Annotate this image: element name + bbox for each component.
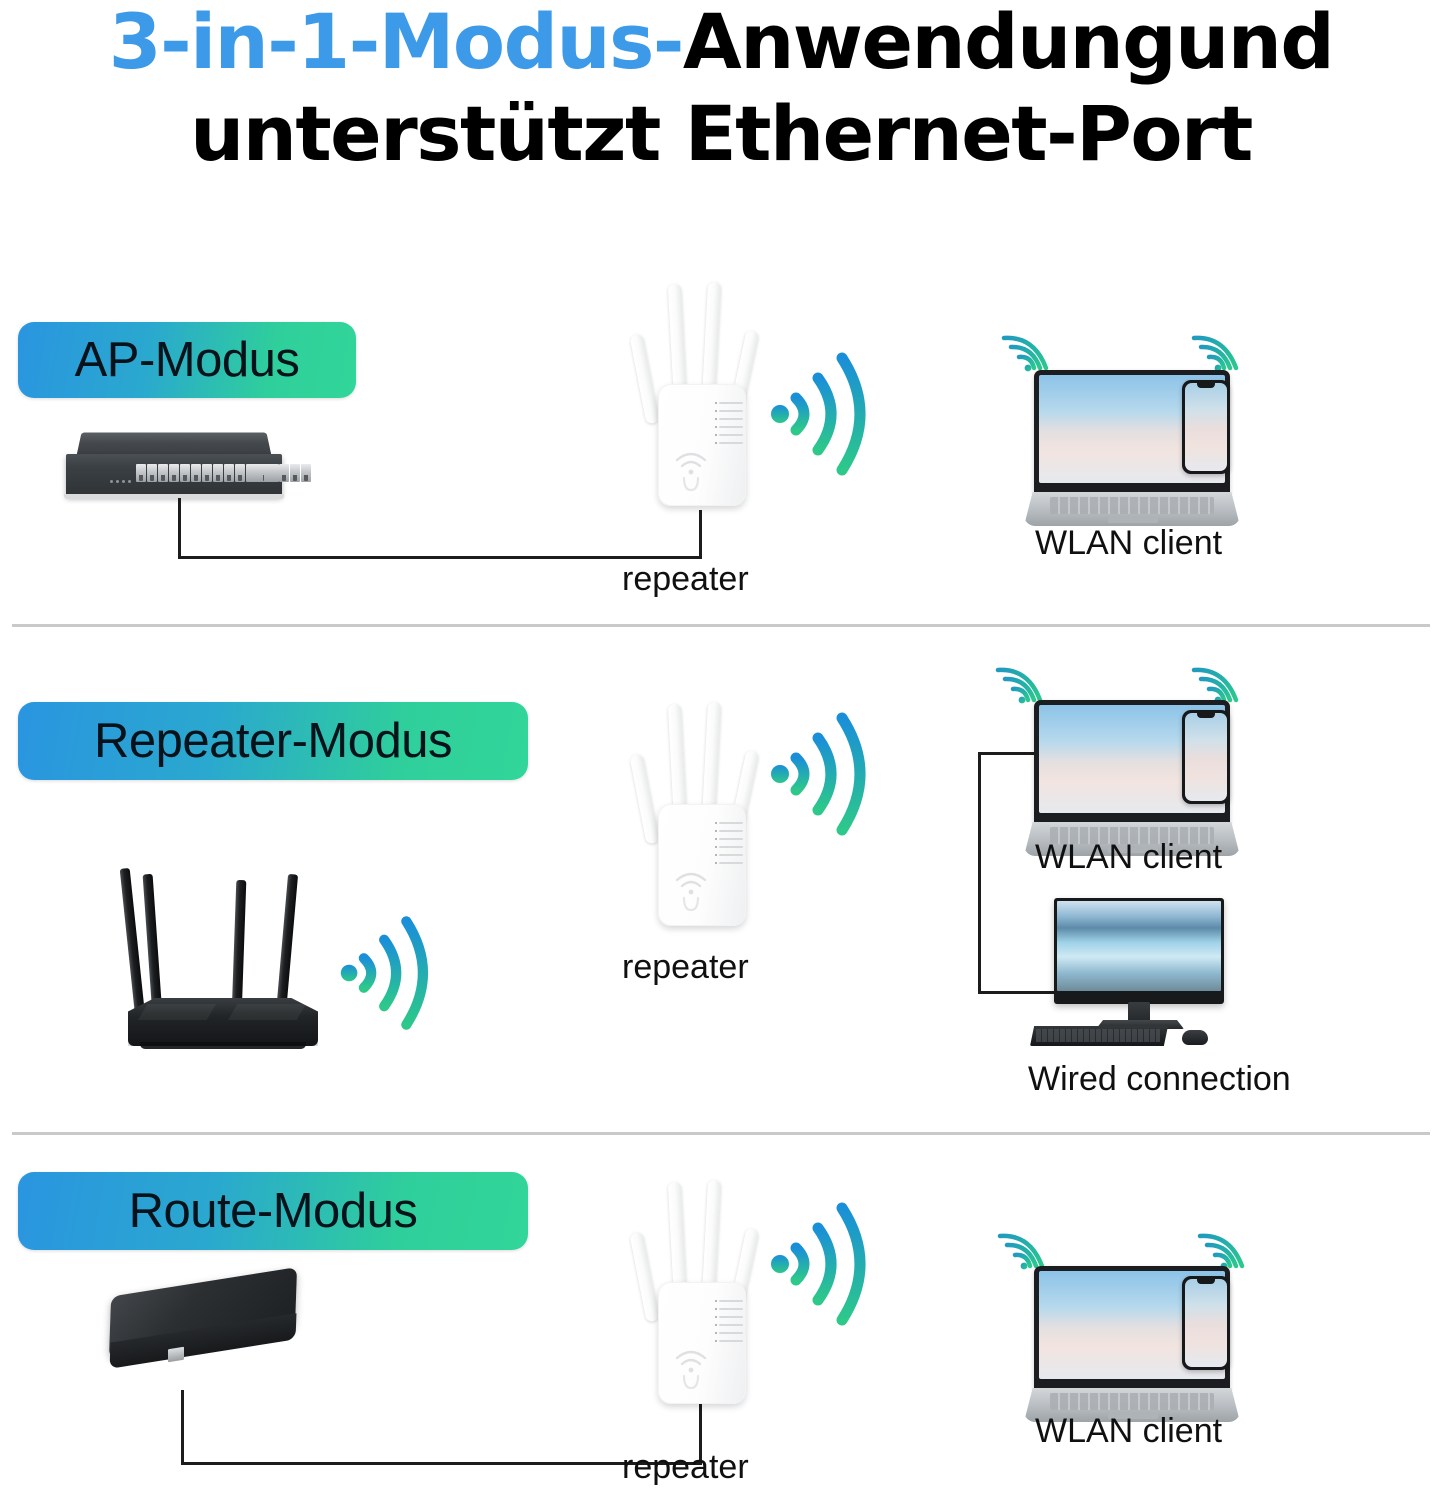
phone-notch xyxy=(1197,713,1215,718)
smartphone-device-3 xyxy=(1182,1276,1230,1370)
smartphone-device-1 xyxy=(1182,380,1230,474)
repeater-body xyxy=(658,804,746,926)
modem-ethernet-port xyxy=(168,1346,184,1363)
wireless-router-device xyxy=(110,858,336,1058)
badge-repeater-modus[interactable]: Repeater-Modus xyxy=(18,702,528,780)
bracket-top-arm xyxy=(978,752,1066,755)
wire-switch-across xyxy=(178,556,702,559)
laptop-keyboard xyxy=(1050,827,1214,844)
badge-route-modus-label: Route-Modus xyxy=(128,1184,418,1238)
desktop-stand-base xyxy=(1096,1020,1184,1029)
phone-body xyxy=(1182,710,1230,804)
badge-repeater-modus-label: Repeater-Modus xyxy=(94,714,452,768)
smartphone-device-2 xyxy=(1182,710,1230,804)
title-line-2: unterstützt Ethernet-Port xyxy=(190,89,1253,178)
laptop-keyboard xyxy=(1050,497,1214,514)
switch-status-leds xyxy=(110,480,131,483)
phone-screen xyxy=(1185,1279,1227,1367)
phone-screen xyxy=(1185,713,1227,801)
laptop-trackpad xyxy=(1108,516,1158,523)
repeater-caption-2: repeater xyxy=(622,948,749,986)
client-caption-1: WLAN client xyxy=(1035,524,1223,562)
wifi-repeater-device-1 xyxy=(618,272,778,512)
repeater-wifi-logo-icon xyxy=(675,1350,707,1390)
bracket-bottom-arm xyxy=(978,991,1066,994)
title-rest: Anwendungund xyxy=(682,0,1335,86)
router-foot xyxy=(140,1042,306,1049)
repeater-led-indicators xyxy=(715,400,743,448)
router-body xyxy=(128,998,318,1046)
laptop-base xyxy=(1024,492,1240,526)
laptop-trackpad xyxy=(1108,1412,1158,1419)
bracket-spine xyxy=(978,752,981,994)
client-caption-2: WLAN client xyxy=(1035,838,1223,876)
desktop-stand-neck xyxy=(1128,1002,1150,1024)
modem-box-device xyxy=(104,1267,304,1382)
repeater-antenna-1 xyxy=(629,753,660,845)
laptop-keyboard xyxy=(1050,1393,1214,1410)
laptop-base xyxy=(1024,822,1240,856)
phone-screen xyxy=(1185,383,1227,471)
wifi-repeater-device-2 xyxy=(618,692,778,932)
switch-rj45-ports xyxy=(136,464,311,482)
badge-ap-modus[interactable]: AP-Modus xyxy=(18,322,356,398)
repeater-wifi-logo-icon xyxy=(675,872,707,912)
repeater-antenna-1 xyxy=(629,1231,660,1323)
laptop-base xyxy=(1024,1388,1240,1422)
badge-ap-modus-label: AP-Modus xyxy=(74,333,300,387)
repeater-wifi-logo-icon xyxy=(675,452,707,492)
desktop-mouse xyxy=(1182,1030,1208,1045)
laptop-trackpad xyxy=(1108,846,1158,853)
wired-caption: Wired connection xyxy=(1028,1060,1291,1098)
wire-switch-down xyxy=(178,498,181,558)
switch-uplink-ports xyxy=(249,464,279,482)
repeater-body xyxy=(658,384,746,506)
wifi-signal-icon-phone-1 xyxy=(1191,335,1239,372)
title-highlight: 3-in-1-Modus- xyxy=(108,0,685,86)
repeater-body xyxy=(658,1282,746,1404)
repeater-led-indicators xyxy=(715,820,743,868)
client-caption-3: WLAN client xyxy=(1035,1412,1223,1450)
wifi-signal-icon-repeater-1 xyxy=(771,352,866,476)
badge-route-modus[interactable]: Route-Modus xyxy=(18,1172,528,1250)
desktop-keyboard xyxy=(1030,1026,1168,1046)
router-antenna-3 xyxy=(231,879,247,1015)
repeater-antenna-1 xyxy=(629,333,660,425)
repeater-caption-1: repeater xyxy=(622,560,749,598)
switch-base xyxy=(64,494,284,499)
wire-modem-across xyxy=(181,1462,702,1465)
phone-body xyxy=(1182,1276,1230,1370)
wifi-repeater-device-3 xyxy=(618,1170,778,1410)
switch-front-panel xyxy=(66,454,311,496)
section-divider-2 xyxy=(12,1132,1430,1135)
wifi-signal-icon-repeater-2 xyxy=(771,712,866,836)
wire-modem-down xyxy=(181,1390,184,1464)
router-antenna-4 xyxy=(275,873,299,1015)
desktop-monitor xyxy=(1054,898,1224,1004)
desktop-computer-device xyxy=(1030,898,1246,1050)
page-title: 3-in-1-Modus-Anwendungund unterstützt Et… xyxy=(0,4,1442,172)
wire-repeater-down-3 xyxy=(699,1404,702,1462)
router-antenna-1 xyxy=(119,867,147,1029)
repeater-caption-3: repeater xyxy=(622,1448,749,1486)
wifi-signal-icon-laptop-2 xyxy=(995,667,1043,704)
network-switch xyxy=(62,428,311,504)
wifi-signal-icon-repeater-3 xyxy=(771,1202,866,1326)
desktop-keyboard-keys xyxy=(1036,1029,1160,1042)
desktop-screen xyxy=(1057,901,1221,991)
wifi-signal-icon-laptop-1 xyxy=(1001,335,1049,372)
title-line-1: 3-in-1-Modus-Anwendungund xyxy=(0,4,1442,80)
phone-body xyxy=(1182,380,1230,474)
wire-repeater-down-1 xyxy=(699,510,702,558)
wifi-signal-icon-laptop-3 xyxy=(997,1233,1045,1270)
wifi-signal-icon-router xyxy=(340,916,428,1030)
phone-notch xyxy=(1197,383,1215,388)
phone-notch xyxy=(1197,1279,1215,1284)
section-divider-1 xyxy=(12,624,1430,627)
repeater-led-indicators xyxy=(715,1298,743,1346)
